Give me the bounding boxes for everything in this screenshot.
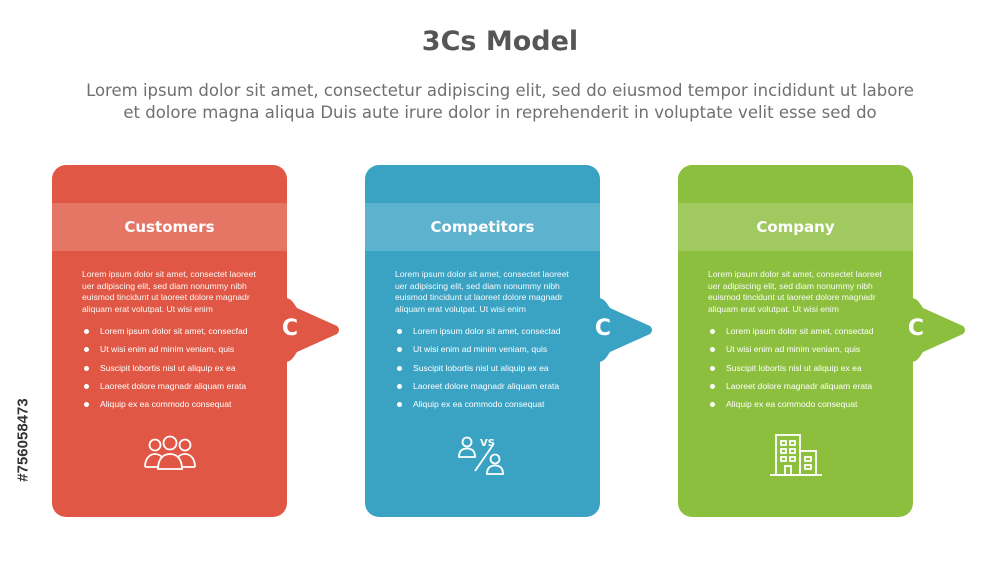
list-item: Laoreet dolore magnadr aliquam erata	[397, 380, 587, 398]
bullet-text: Laoreet dolore magnadr aliquam erata	[726, 380, 873, 391]
bullet-dot-icon	[397, 365, 402, 371]
bullet-dot-icon	[84, 402, 89, 408]
list-item: Suscipit lobortis nisl ut aliquip ex ea	[710, 362, 900, 380]
customers-letter: C	[281, 316, 299, 341]
bullet-text: Suscipit lobortis nisl ut aliquip ex ea	[413, 362, 549, 373]
competitors-description: Lorem ipsum dolor sit amet, consectet la…	[395, 269, 569, 314]
subtitle-line-1: Lorem ipsum dolor sit amet, consectetur …	[86, 81, 914, 100]
competitors-card: Competitors Lorem ipsum dolor sit amet, …	[365, 165, 652, 517]
company-pointer-shape	[911, 298, 965, 362]
stock-id-label: #756058473	[14, 325, 32, 555]
customers-pointer-shape	[285, 298, 339, 362]
bullet-text: Ut wisi enim ad minim veniam, quis	[726, 344, 861, 355]
bullet-text: Laoreet dolore magnadr aliquam erata	[100, 380, 247, 391]
customers-header: Customers	[52, 203, 287, 251]
bullet-dot-icon	[397, 402, 402, 408]
bullet-dot-icon	[397, 383, 402, 389]
bullet-dot-icon	[84, 347, 89, 353]
list-item: Laoreet dolore magnadr aliquam erata	[84, 380, 274, 398]
bullet-dot-icon	[710, 402, 715, 408]
people-group-icon	[144, 435, 196, 470]
bullet-text: Suscipit lobortis nisl ut aliquip ex ea	[726, 362, 862, 373]
competitors-header: Competitors	[365, 203, 600, 251]
bullet-text: Suscipit lobortis nisl ut aliquip ex ea	[100, 362, 236, 373]
list-item: Suscipit lobortis nisl ut aliquip ex ea	[397, 362, 587, 380]
bullet-text: Lorem ipsum dolor sit amet, consectad	[413, 326, 561, 336]
competitors-title: Competitors	[430, 218, 535, 236]
company-letter: C	[907, 316, 925, 341]
office-building-icon	[770, 434, 822, 476]
bullet-dot-icon	[84, 329, 89, 334]
page-subtitle: Lorem ipsum dolor sit amet, consectetur …	[60, 80, 940, 124]
company-card: Company Lorem ipsum dolor sit amet, cons…	[678, 165, 965, 517]
list-item: Lorem ipsum dolor sit amet, consectad	[397, 325, 587, 343]
bullet-text: Ut wisi enim ad minim veniam, quis	[100, 344, 235, 355]
competitors-bullet-list: Lorem ipsum dolor sit amet, consectad Ut…	[397, 325, 587, 416]
list-item: Lorem ipsum dolor sit amet, consectad	[710, 325, 900, 343]
page-title: 3Cs Model	[421, 26, 579, 57]
company-bullet-list: Lorem ipsum dolor sit amet, consectad Ut…	[710, 325, 900, 416]
customers-bullet-list: Lorem ipsum dolor sit amet, consecfad Ut…	[84, 325, 274, 416]
person-versus-person-icon: VS	[458, 436, 504, 475]
bullet-dot-icon	[397, 347, 402, 353]
list-item: Aliquip ex ea commodo consequat	[710, 398, 900, 416]
bullet-dot-icon	[397, 329, 402, 334]
list-item: Aliquip ex ea commodo consequat	[397, 398, 587, 416]
bullet-text: Aliquip ex ea commodo consequat	[413, 399, 545, 410]
stock-id-text: #756058473	[14, 398, 32, 482]
list-item: Lorem ipsum dolor sit amet, consecfad	[84, 325, 274, 343]
list-item: Ut wisi enim ad minim veniam, quis	[710, 343, 900, 361]
bullet-dot-icon	[710, 329, 715, 334]
competitors-letter: C	[594, 316, 612, 341]
list-item: Aliquip ex ea commodo consequat	[84, 398, 274, 416]
versus-label: VS	[480, 438, 495, 449]
bullet-text: Aliquip ex ea commodo consequat	[100, 399, 232, 410]
bullet-text: Lorem ipsum dolor sit amet, consectad	[726, 326, 874, 336]
bullet-dot-icon	[84, 383, 89, 389]
list-item: Laoreet dolore magnadr aliquam erata	[710, 380, 900, 398]
customers-title: Customers	[124, 218, 215, 236]
company-header: Company	[678, 203, 913, 251]
bullet-text: Aliquip ex ea commodo consequat	[726, 399, 858, 410]
bullet-dot-icon	[710, 383, 715, 389]
bullet-text: Laoreet dolore magnadr aliquam erata	[413, 380, 560, 391]
list-item: Ut wisi enim ad minim veniam, quis	[397, 343, 587, 361]
list-item: Ut wisi enim ad minim veniam, quis	[84, 343, 274, 361]
bullet-text: Lorem ipsum dolor sit amet, consecfad	[100, 326, 248, 336]
bullet-dot-icon	[710, 365, 715, 371]
bullet-dot-icon	[84, 365, 89, 371]
list-item: Suscipit lobortis nisl ut aliquip ex ea	[84, 362, 274, 380]
customers-description: Lorem ipsum dolor sit amet, consectet la…	[82, 269, 256, 314]
company-title: Company	[756, 218, 835, 236]
customers-card: Customers Lorem ipsum dolor sit amet, co…	[52, 165, 339, 517]
bullet-text: Ut wisi enim ad minim veniam, quis	[413, 344, 548, 355]
bullet-dot-icon	[710, 347, 715, 353]
subtitle-line-2: et dolore magna aliqua Duis aute irure d…	[123, 103, 877, 122]
competitors-pointer-shape	[598, 298, 652, 362]
company-description: Lorem ipsum dolor sit amet, consectet la…	[708, 269, 882, 314]
